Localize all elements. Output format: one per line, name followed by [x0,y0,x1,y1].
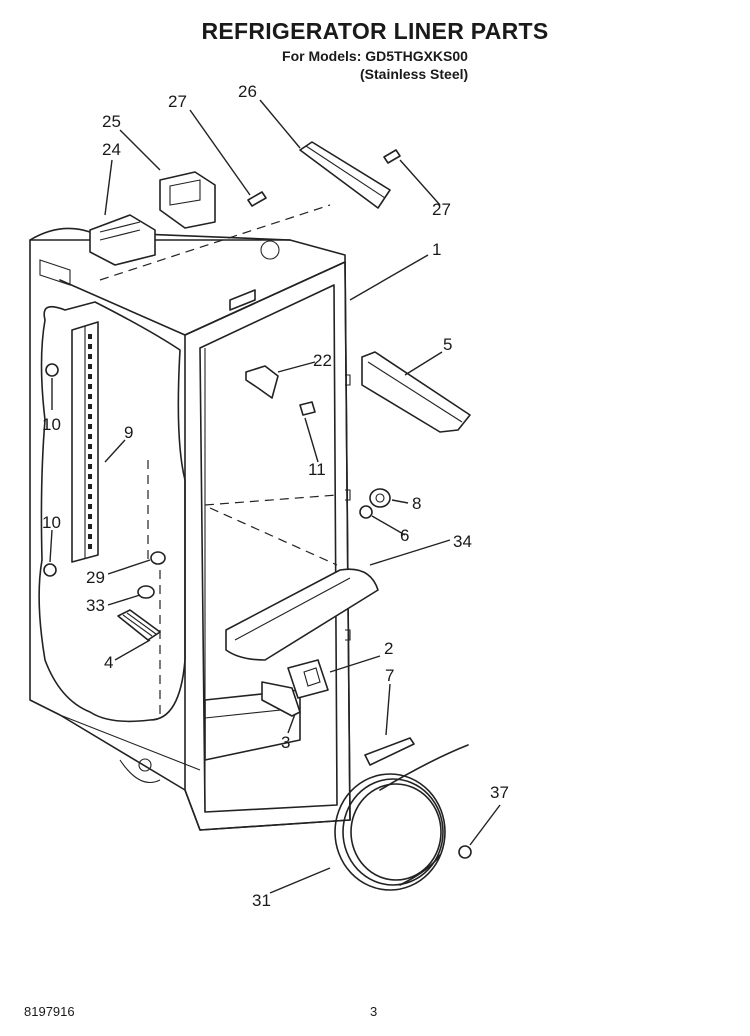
part-2-bracket [287,659,329,699]
part-5-cover [361,351,471,433]
part-4-grille [117,609,161,641]
callout-7: 7 [385,666,394,685]
part-10-screw-a [45,363,59,377]
callout-11: 11 [308,460,326,479]
rail-slot [88,444,92,449]
callout-31: 31 [252,891,271,910]
rail-slot [88,504,92,509]
callout-10-lower: 10 [42,513,61,532]
part-11-screw [299,401,316,416]
callout-10-upper: 10 [42,415,61,434]
callout-labels: 25 24 27 26 27 1 22 5 10 9 11 8 6 10 34 … [42,82,509,910]
finish-line: (Stainless Steel) [360,66,469,82]
rail-slot [88,484,92,489]
callout-34: 34 [453,532,472,551]
doc-number: 8197916 [24,1004,75,1019]
rail-slot [88,474,92,479]
callout-1: 1 [432,240,441,259]
rail-slot [88,544,92,549]
models-line: For Models: GD5THGXKS00 [282,48,468,64]
part-6-nut [359,505,373,519]
rail-slot [88,514,92,519]
rail-slot [88,384,92,389]
page-number: 3 [370,1004,378,1019]
rail-slot [88,394,92,399]
rail-slot [88,494,92,499]
part-10-screw-b [43,563,57,577]
callout-27-top-left: 27 [168,92,187,111]
callout-27-top-right: 27 [432,200,451,219]
rail-slot [88,374,92,379]
part-34-duct-cover [225,568,379,661]
part-29-clip [150,551,166,565]
part-33-bulb [137,585,155,599]
part-9-rail [71,321,99,563]
callout-26: 26 [238,82,257,101]
callout-22: 22 [313,351,332,370]
callout-25: 25 [102,112,121,131]
rail-slot [88,354,92,359]
leader-lines [49,99,501,894]
rail-slot [88,364,92,369]
rail-slot [88,524,92,529]
part-27-screw-b [383,149,401,164]
callout-33: 33 [86,596,105,615]
part-27-screw-a [247,191,267,207]
rail-slot [88,464,92,469]
callout-37: 37 [490,783,509,802]
part-22-clip [245,365,279,399]
part-8-grommet [369,488,391,508]
part-7-cable-tie [364,737,415,766]
callout-4: 4 [104,653,113,672]
part-24-control-housing [89,214,156,266]
rail-slot [88,334,92,339]
rail-slot [88,344,92,349]
callout-24: 24 [102,140,121,159]
callout-9: 9 [124,423,133,442]
callout-29: 29 [86,568,105,587]
page-title: REFRIGERATOR LINER PARTS [201,18,549,44]
part-37-screw [458,845,472,859]
liner-body [29,204,351,831]
rail-slot [88,534,92,539]
callout-8: 8 [412,494,421,513]
rail-slot [88,404,92,409]
part-26-channel [299,141,391,209]
callout-3: 3 [281,733,290,752]
callout-5: 5 [443,335,452,354]
rail-slot [88,434,92,439]
part-3-bracket [261,681,301,717]
callout-6: 6 [400,526,409,545]
part-31-tubing [334,744,469,891]
callout-2: 2 [384,639,393,658]
rail-slot [88,454,92,459]
rail-slot [88,414,92,419]
part-25-bracket [159,171,216,229]
rail-slot [88,424,92,429]
